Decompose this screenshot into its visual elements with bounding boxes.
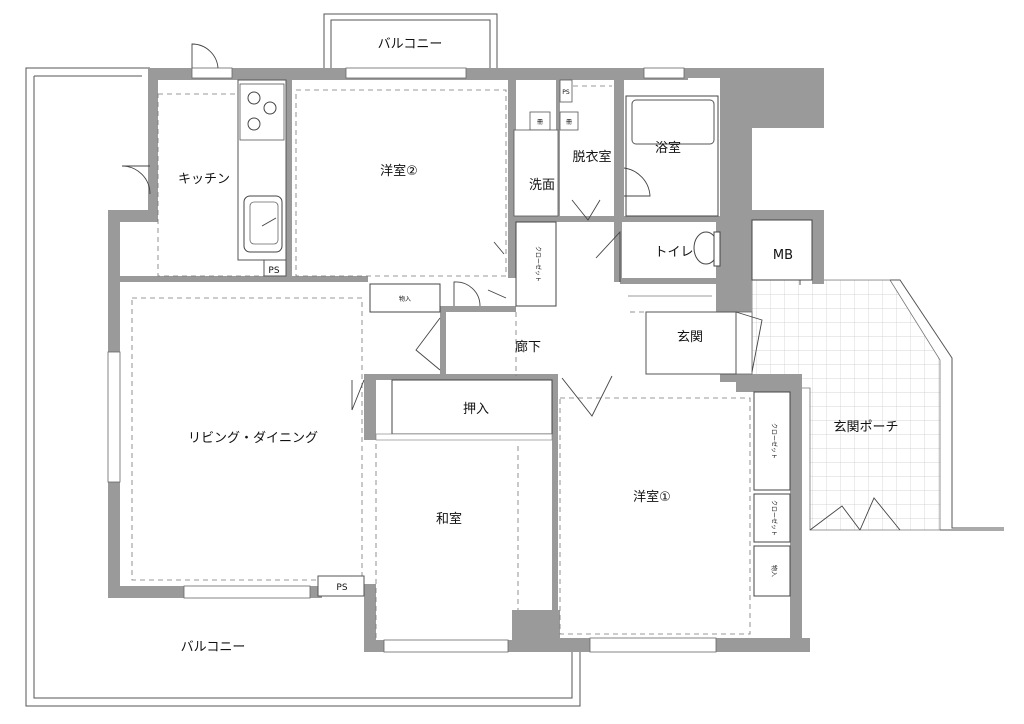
washer-label-a: 冊 [537, 119, 543, 126]
storage-label-monoire-hall: 物入 [399, 295, 411, 303]
entrance-step [628, 295, 737, 375]
room-label-oshiire: 押入 [463, 402, 489, 417]
room-label-western-room-1: 洋室① [633, 489, 671, 505]
room-label-balcony-bottom: バルコニー [181, 640, 246, 655]
doors [121, 43, 901, 531]
room-label-balcony-top: バルコニー [378, 37, 443, 52]
storage-label-monoire-right: 物入 [770, 565, 778, 577]
room-label-dressing-room: 脱衣室 [572, 149, 611, 165]
room-label-japanese-room: 和室 [436, 511, 462, 527]
room-label-entrance-porch: 玄関ポーチ [833, 420, 898, 435]
room-label-living-dining: リビング・ダイニング [188, 431, 318, 446]
kitchen-counter [237, 79, 287, 277]
ps-label-kitchen: PS [268, 266, 279, 276]
storage-label-closet-top: クローゼット [534, 246, 542, 282]
storage-label-closet-right-upper: クローゼット [770, 423, 778, 459]
room-label-kitchen: キッチン [178, 172, 230, 187]
room-label-toilet: トイレ [654, 245, 693, 260]
room-label-washroom: 洗面 [529, 178, 555, 193]
room-labels: バルコニー キッチン 洋室② 脱衣室 洗面 浴室 トイレ MB 廊下 玄関 玄関… [178, 37, 899, 655]
room-label-hallway: 廊下 [515, 339, 541, 355]
room-label-entrance: 玄関 [677, 330, 703, 345]
ps-label-living: PS [336, 583, 347, 593]
small-labels: PS PS PS 冊 冊 物入 クローゼット クローゼット クローゼット 物入 [268, 89, 778, 593]
washer-label-b: 冊 [566, 119, 572, 126]
windows [107, 67, 753, 653]
storage-label-closet-right-lower: クローゼット [770, 500, 778, 536]
room-label-bathroom: 浴室 [655, 140, 681, 156]
ps-label-dressing: PS [562, 89, 570, 96]
room-label-mb: MB [773, 248, 793, 263]
room-label-western-room-2: 洋室② [380, 163, 418, 179]
storage-boxes [317, 219, 813, 597]
